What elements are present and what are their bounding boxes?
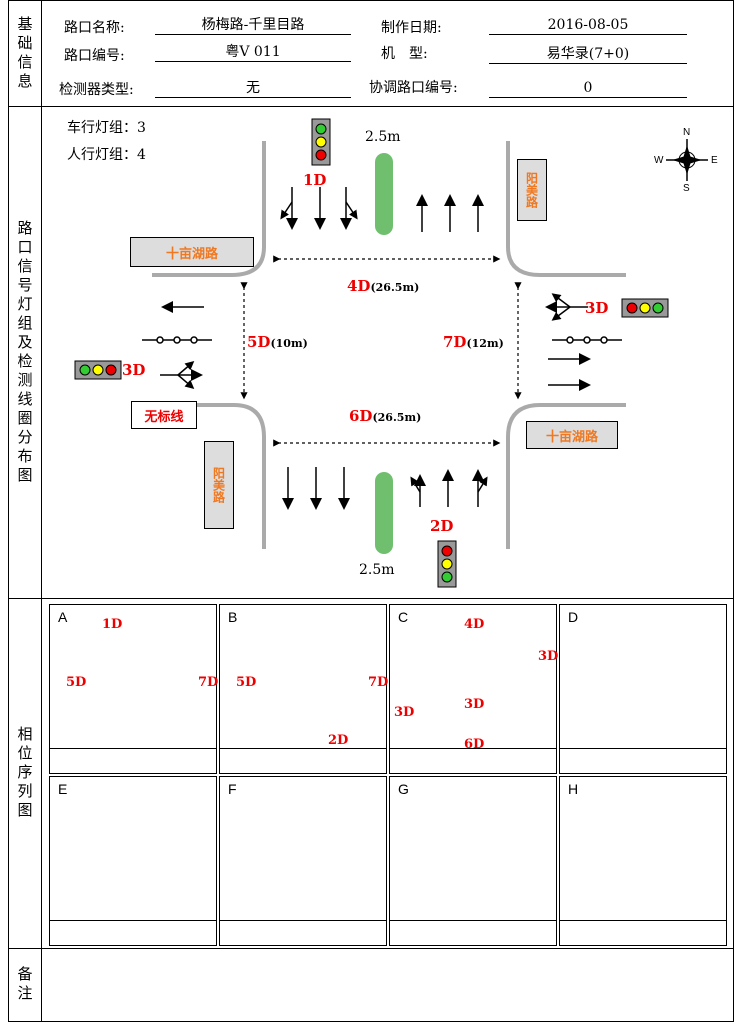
label-3d-east: 3D bbox=[585, 299, 609, 317]
phase-duration-box bbox=[50, 920, 216, 945]
compass-icon bbox=[666, 139, 708, 181]
phase-letter: C bbox=[398, 609, 409, 625]
ped-4d: 4D(26.5m) bbox=[347, 277, 420, 295]
remarks-section: 备注 bbox=[9, 949, 733, 1021]
date-label: 制作日期: bbox=[381, 20, 442, 36]
compass-s: S bbox=[683, 183, 690, 194]
width-south: 2.5m bbox=[359, 562, 395, 578]
remarks-side-label: 备注 bbox=[9, 949, 42, 1021]
east-approach-arrows bbox=[545, 293, 622, 391]
model-label: 机 型: bbox=[381, 46, 428, 62]
label-3d-west: 3D bbox=[122, 361, 146, 379]
compass-e: E bbox=[711, 155, 718, 166]
code-label: 路口编号: bbox=[64, 48, 125, 64]
phase-duration-box bbox=[560, 748, 726, 773]
ped-7d: 7D(12m) bbox=[443, 333, 504, 351]
phase-duration-box bbox=[220, 920, 386, 945]
phase-cell-h: H bbox=[559, 776, 727, 946]
intersection-section: 路口信号灯组及检测线圈分布图 车行灯组：3 人行灯组：4 bbox=[9, 107, 733, 599]
phase-letter: E bbox=[58, 781, 68, 797]
basic-info-side-label: 基础信息 bbox=[9, 1, 42, 106]
phase-group-label: 5D bbox=[66, 675, 87, 690]
phase-duration-box bbox=[390, 920, 556, 945]
road-label-south: 阳美路 bbox=[204, 441, 234, 529]
phase-cell-d: D bbox=[559, 604, 727, 774]
phase-cell-e: E bbox=[49, 776, 217, 946]
phase-group-label: 3D bbox=[394, 705, 415, 720]
no-marking-box: 无标线 bbox=[131, 401, 197, 429]
vehicle-group-count: 车行灯组：3 bbox=[67, 120, 146, 136]
intersection-side-label: 路口信号灯组及检测线圈分布图 bbox=[9, 107, 42, 598]
west-approach-arrows bbox=[142, 301, 212, 389]
coord-value: 0 bbox=[489, 79, 687, 98]
phase-cell-f: F bbox=[219, 776, 387, 946]
ped-6d: 6D(26.5m) bbox=[349, 407, 422, 425]
detector-label: 检测器类型: bbox=[59, 82, 134, 98]
phase-duration-box bbox=[50, 748, 216, 773]
model-value: 易华录(7+0) bbox=[489, 45, 687, 64]
traffic-light-2d bbox=[437, 540, 457, 588]
phase-letter: D bbox=[568, 609, 579, 625]
phase-group-label: 4D bbox=[464, 617, 485, 632]
label-1d: 1D bbox=[303, 171, 327, 189]
phase-group-label: 3D bbox=[464, 697, 485, 712]
south-median bbox=[375, 472, 393, 554]
signal-sheet: 基础信息 路口名称: 杨梅路-千里目路 制作日期: 2016-08-05 路口编… bbox=[8, 0, 734, 1022]
phase-group-label: 5D bbox=[236, 675, 257, 690]
phase-duration-box bbox=[220, 748, 386, 773]
code-value: 粤V 011 bbox=[155, 43, 351, 62]
phase-letter: F bbox=[228, 781, 237, 797]
phase-group-label: 2D bbox=[328, 733, 349, 748]
phase-letter: H bbox=[568, 781, 579, 797]
north-approach-arrows bbox=[280, 187, 484, 232]
coord-label: 协调路口编号: bbox=[369, 80, 458, 96]
detector-value: 无 bbox=[155, 79, 351, 98]
road-curbs bbox=[152, 141, 626, 549]
ped-group-count: 人行灯组：4 bbox=[67, 147, 146, 163]
ped-crossings bbox=[240, 255, 522, 447]
label-2d: 2D bbox=[430, 517, 454, 535]
compass-n: N bbox=[683, 127, 691, 138]
width-north: 2.5m bbox=[365, 129, 401, 145]
phase-group-label: 1D bbox=[102, 617, 123, 632]
road-label-west: 十亩湖路 bbox=[130, 237, 254, 267]
road-label-north: 阳美路 bbox=[517, 159, 547, 221]
phase-letter: G bbox=[398, 781, 409, 797]
phase-letter: B bbox=[228, 609, 238, 625]
phase-duration-box bbox=[560, 920, 726, 945]
traffic-light-3d-east bbox=[621, 298, 669, 318]
traffic-light-3d-west bbox=[74, 360, 122, 380]
phase-letter: A bbox=[58, 609, 68, 625]
date-value: 2016-08-05 bbox=[489, 16, 687, 35]
phase-group-label: 3D bbox=[538, 649, 559, 664]
ped-5d: 5D(10m) bbox=[247, 333, 308, 351]
name-label: 路口名称: bbox=[64, 20, 125, 36]
name-value: 杨梅路-千里目路 bbox=[155, 16, 351, 35]
phase-group-label: 7D bbox=[198, 675, 219, 690]
compass-w: W bbox=[654, 155, 664, 166]
south-approach-arrows bbox=[282, 467, 488, 510]
intersection-diagram bbox=[74, 118, 708, 588]
phase-duration-box bbox=[390, 748, 556, 773]
phase-group-label: 7D bbox=[368, 675, 389, 690]
phase-side-label: 相位序列图 bbox=[9, 599, 42, 948]
phase-cell-a: A 1D 5D 7D bbox=[49, 604, 219, 774]
north-median bbox=[375, 153, 393, 235]
phase-cell-g: G bbox=[389, 776, 557, 946]
basic-info-section: 基础信息 路口名称: 杨梅路-千里目路 制作日期: 2016-08-05 路口编… bbox=[9, 1, 733, 107]
phase-cell-b: B 5D 7D 2D bbox=[219, 604, 389, 774]
traffic-light-1d bbox=[311, 118, 331, 166]
road-label-east: 十亩湖路 bbox=[526, 421, 618, 449]
